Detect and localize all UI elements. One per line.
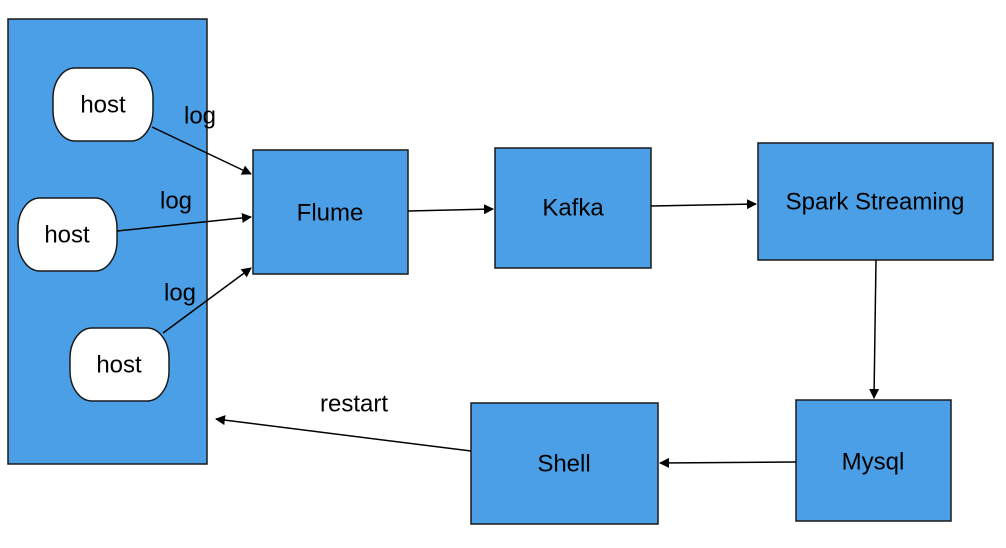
edge-host3-label: log [164, 279, 196, 306]
kafka-box [494, 147, 652, 269]
host-node-2: host [17, 197, 118, 272]
shell-node: Shell [470, 402, 659, 525]
spark-streaming-label: Spark Streaming [786, 188, 965, 215]
spark-streaming-node: Spark Streaming [757, 142, 994, 261]
edge-flume-to-kafka [407, 204, 494, 215]
edge-mysql-to-shell [659, 457, 797, 468]
flume-box [252, 149, 409, 275]
edge-kafka-to-spark [650, 199, 757, 210]
host-1-shape [52, 67, 154, 142]
edge-spark-to-mysql [869, 259, 880, 399]
shell-label: Shell [537, 450, 590, 477]
edge-restart-label: restart [320, 390, 388, 417]
mysql-label: Mysql [842, 448, 905, 475]
host-2-shape [17, 197, 118, 272]
host-node-3: host [69, 327, 170, 402]
edge-shell-to-hosts [215, 415, 472, 452]
kafka-node: Kafka [494, 147, 652, 269]
host-2-label: host [44, 221, 90, 248]
host-3-shape [69, 327, 170, 402]
flume-label: Flume [297, 199, 364, 226]
edge-host1-to-flume [151, 126, 252, 175]
shell-box [470, 402, 659, 525]
flume-node: Flume [252, 149, 409, 275]
host-1-label: host [80, 91, 126, 118]
kafka-label: Kafka [542, 194, 604, 221]
host-node-1: host [52, 67, 154, 142]
edge-host2-label: log [160, 187, 192, 214]
edge-host2-to-flume [116, 212, 252, 232]
mysql-box [795, 399, 952, 522]
host-3-label: host [96, 351, 142, 378]
edge-host1-label: log [184, 102, 216, 129]
mysql-node: Mysql [795, 399, 952, 522]
edge-host3-to-flume [162, 267, 252, 334]
